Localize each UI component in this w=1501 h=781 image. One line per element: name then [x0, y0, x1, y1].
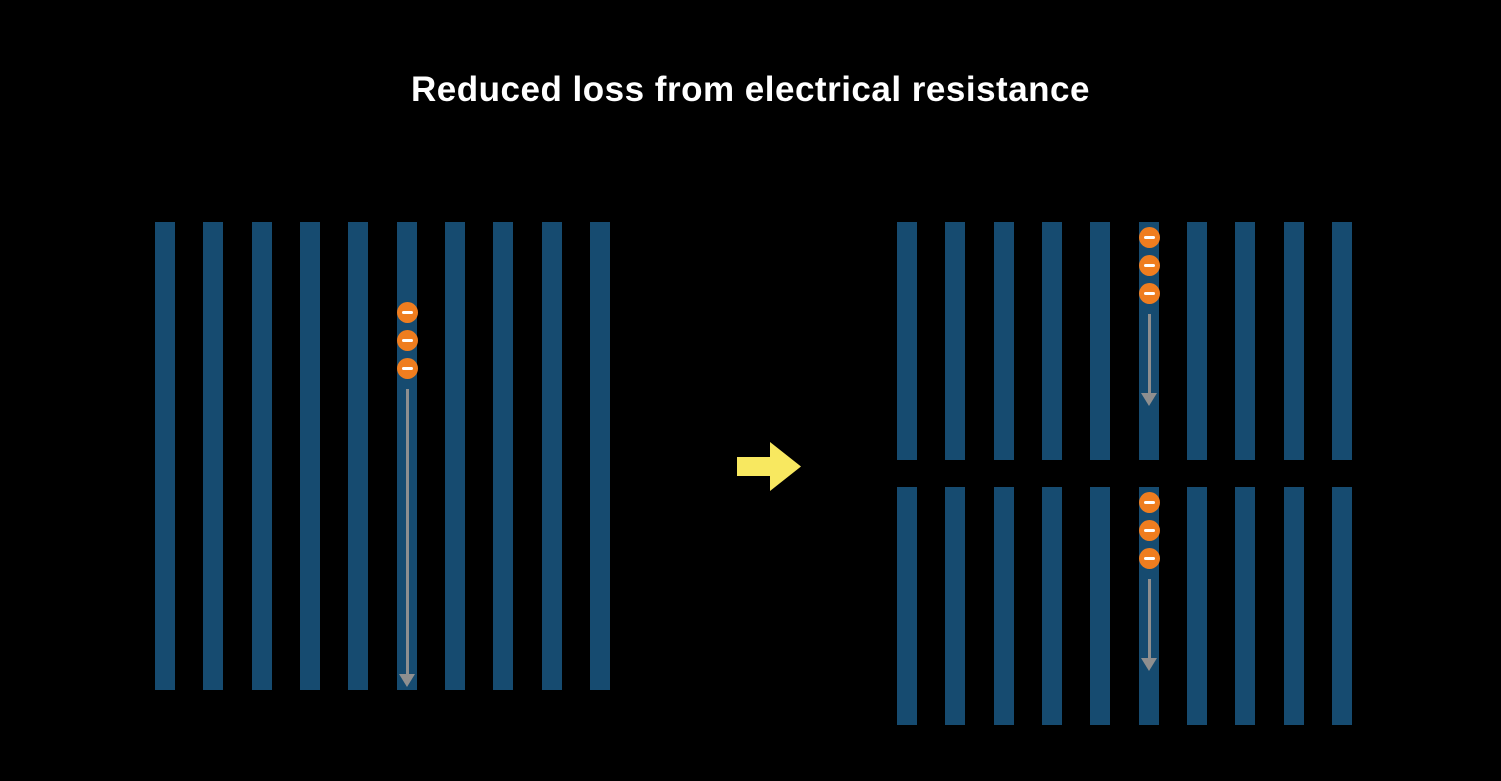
minus-symbol: [1143, 236, 1155, 239]
cell-finger-bar: [897, 487, 917, 725]
cell-finger-bar: [1186, 487, 1207, 725]
cell-finger-bar: [251, 222, 272, 690]
cell-finger-bar: [993, 222, 1014, 460]
electron-icon: [1138, 283, 1160, 304]
electron-icon: [1138, 548, 1160, 569]
cell-finger-bar: [1283, 222, 1304, 460]
electron-icon: [1138, 520, 1160, 541]
cell-finger-bar: [1331, 487, 1352, 725]
current-arrow-line: [1147, 579, 1151, 658]
cell-finger-bar: [897, 222, 917, 460]
minus-symbol: [1143, 557, 1155, 560]
cell-finger-bar: [993, 487, 1014, 725]
minus-symbol: [1143, 529, 1155, 532]
minus-symbol: [401, 339, 413, 342]
cell-finger-bar: [444, 222, 465, 690]
minus-symbol: [1143, 264, 1155, 267]
cell-finger-bar: [1235, 222, 1256, 460]
electron-icon: [1138, 492, 1160, 513]
cell-finger-bar: [1090, 222, 1111, 460]
current-arrow-line: [1147, 314, 1151, 393]
cell-finger-bar: [1090, 487, 1111, 725]
cell-finger-bar: [493, 222, 514, 690]
minus-symbol: [401, 367, 413, 370]
electron-icon: [396, 330, 418, 351]
cell-finger-bar: [541, 222, 562, 690]
cell-finger-bar: [1283, 487, 1304, 725]
cell-finger-bar: [1186, 222, 1207, 460]
full-cell-current-flow: [396, 302, 418, 687]
cell-finger-bar: [1331, 222, 1352, 460]
half-cell-bottom-panel: [897, 487, 1352, 725]
diagram-title: Reduced loss from electrical resistance: [411, 70, 1090, 109]
minus-symbol: [1143, 292, 1155, 295]
cell-finger-bar: [1235, 487, 1256, 725]
cell-finger-bar: [945, 487, 966, 725]
minus-symbol: [401, 311, 413, 314]
cell-finger-bar: [155, 222, 175, 690]
cell-finger-bar: [945, 222, 966, 460]
cell-finger-bar: [589, 222, 610, 690]
current-arrow-line: [405, 389, 409, 674]
cell-finger-bar: [299, 222, 320, 690]
transition-arrow-icon: [737, 442, 801, 491]
current-arrow-head-icon: [1141, 393, 1157, 406]
cell-finger-bar: [348, 222, 369, 690]
half-cell-bottom-current-flow: [1138, 492, 1160, 671]
current-arrow-head-icon: [1141, 658, 1157, 671]
full-cell-panel: [155, 222, 610, 690]
half-cell-top-current-flow: [1138, 227, 1160, 406]
electron-icon: [396, 302, 418, 323]
electron-icon: [396, 358, 418, 379]
cell-finger-bar: [203, 222, 224, 690]
electron-icon: [1138, 255, 1160, 276]
electron-icon: [1138, 227, 1160, 248]
current-arrow-head-icon: [399, 674, 415, 687]
cell-finger-bar: [1041, 487, 1062, 725]
half-cell-top-panel: [897, 222, 1352, 460]
cell-finger-bar: [1041, 222, 1062, 460]
minus-symbol: [1143, 501, 1155, 504]
